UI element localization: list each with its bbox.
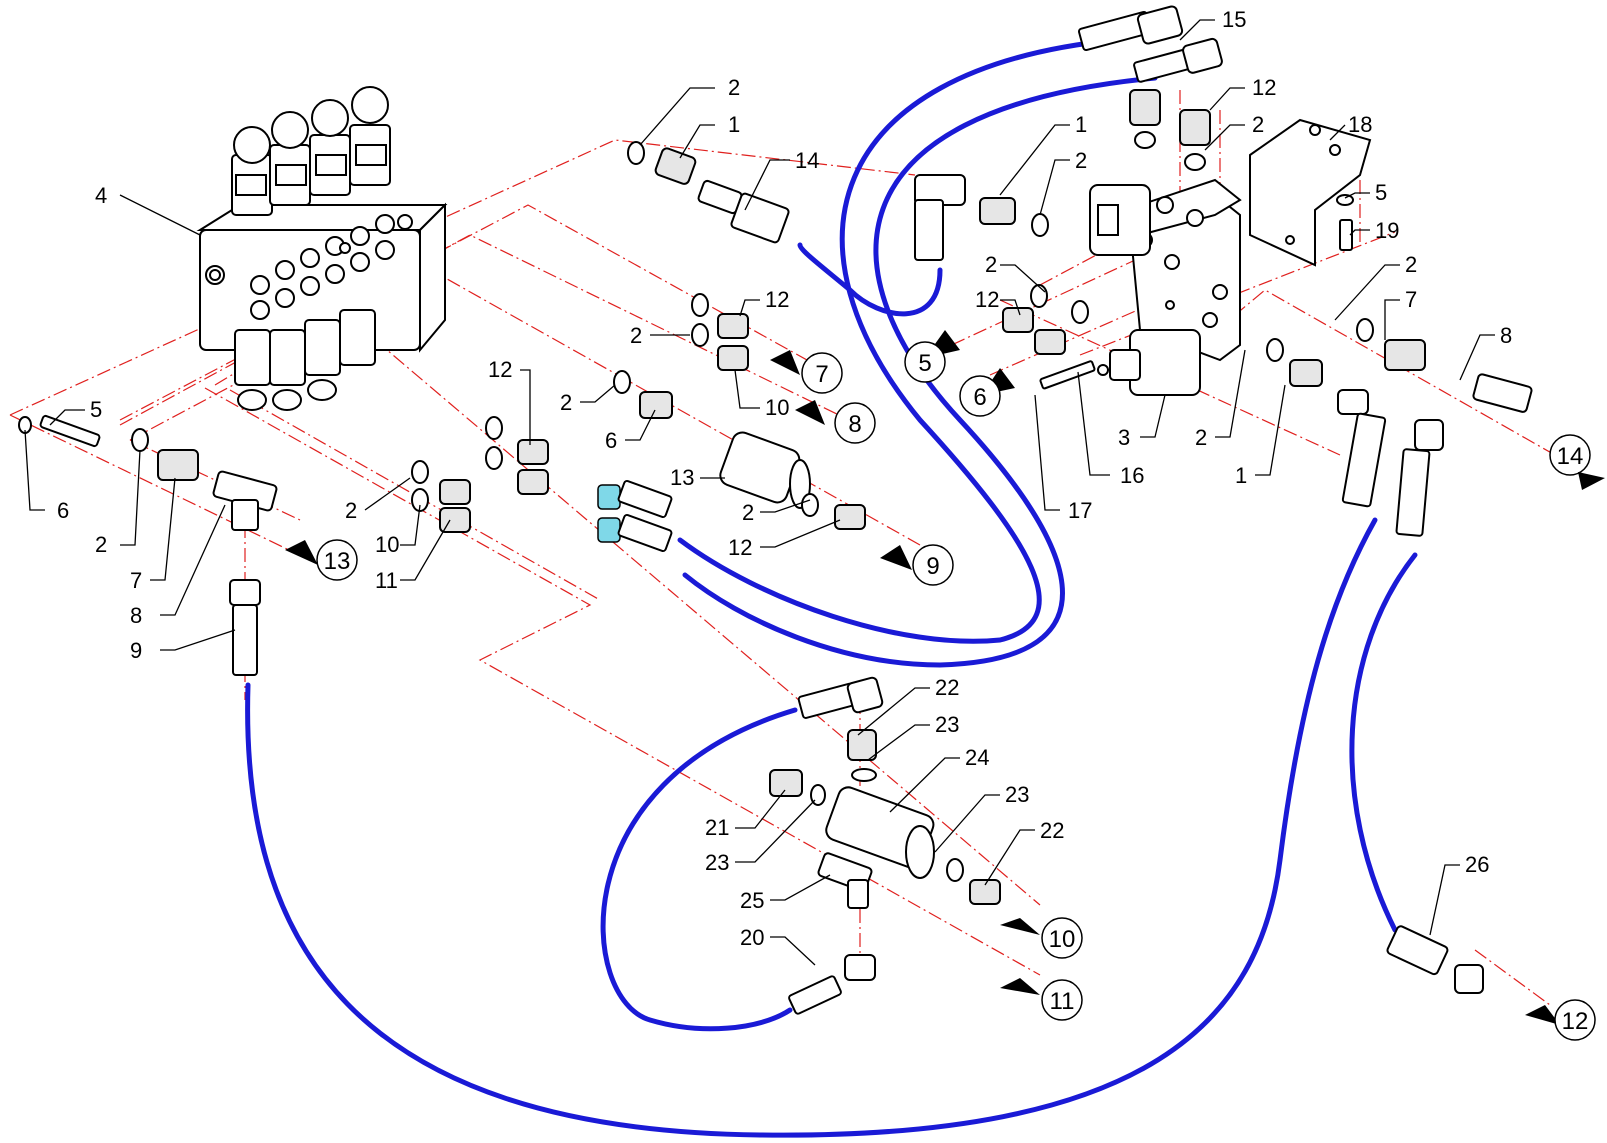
svg-text:12: 12 [1562, 1008, 1589, 1035]
callout-12: 12 [488, 357, 512, 382]
callout-2: 2 [1252, 112, 1264, 137]
callout-2: 2 [95, 532, 107, 557]
connection-13: 13 [285, 539, 358, 581]
callout-10: 10 [375, 532, 399, 557]
callout-14: 14 [795, 148, 819, 173]
connection-10: 10 [1000, 917, 1083, 959]
callout-4: 4 [95, 183, 107, 208]
callout-16: 16 [1120, 463, 1144, 488]
callout-8: 8 [130, 603, 142, 628]
leaders [24, 19, 1495, 966]
callout-2: 2 [1075, 148, 1087, 173]
callout-22: 22 [1040, 818, 1064, 843]
callout-24: 24 [965, 745, 989, 770]
callout-10: 10 [765, 395, 789, 420]
hoses [245, 37, 1418, 1138]
svg-text:11: 11 [1050, 988, 1075, 1015]
callout-15: 15 [1222, 7, 1246, 32]
callout-6: 6 [57, 498, 69, 523]
fittings [18, 5, 1533, 1015]
callout-21: 21 [705, 815, 729, 840]
svg-text:9: 9 [926, 553, 939, 580]
svg-text:8: 8 [848, 411, 861, 438]
callout-1: 1 [728, 112, 740, 137]
valve-block [196, 86, 448, 411]
callout-2: 2 [345, 498, 357, 523]
callout-26: 26 [1465, 852, 1489, 877]
callout-1: 1 [1235, 463, 1247, 488]
callout-6: 6 [605, 428, 617, 453]
callout-25: 25 [740, 888, 764, 913]
callout-13: 13 [670, 465, 694, 490]
callout-7: 7 [1405, 287, 1417, 312]
callout-2: 2 [1195, 425, 1207, 450]
valve-block-right [1089, 178, 1242, 396]
svg-text:7: 7 [815, 361, 828, 388]
connection-markers: 7 8 9 13 5 6 14 [285, 330, 1605, 1041]
callout-23: 23 [1005, 782, 1029, 807]
callout-2: 2 [742, 500, 754, 525]
bracket [1249, 118, 1372, 267]
callout-2: 2 [728, 75, 740, 100]
connection-5: 5 [904, 330, 960, 383]
callout-2: 2 [1405, 252, 1417, 277]
callout-1: 1 [1075, 112, 1087, 137]
callout-20: 20 [740, 925, 764, 950]
callout-19: 19 [1375, 218, 1399, 243]
callout-17: 17 [1068, 498, 1092, 523]
callout-3: 3 [1118, 425, 1130, 450]
callout-12: 12 [975, 287, 999, 312]
connection-8: 8 [795, 400, 876, 444]
callout-18: 18 [1348, 112, 1372, 137]
callout-5: 5 [1375, 180, 1387, 205]
connection-14: 14 [1549, 434, 1605, 490]
connection-12: 12 [1525, 999, 1596, 1041]
svg-text:13: 13 [324, 548, 351, 575]
callout-9: 9 [130, 638, 142, 663]
svg-text:14: 14 [1557, 443, 1584, 470]
callout-12: 12 [765, 287, 789, 312]
svg-text:5: 5 [918, 350, 931, 377]
callout-23: 23 [705, 850, 729, 875]
callout-12: 12 [728, 535, 752, 560]
callout-23: 23 [935, 712, 959, 737]
connection-11: 11 [1000, 978, 1083, 1021]
svg-text:6: 6 [973, 384, 986, 411]
callout-5: 5 [90, 397, 102, 422]
connection-6: 6 [959, 368, 1015, 417]
callout-11: 11 [375, 568, 398, 593]
connection-9: 9 [880, 544, 954, 586]
svg-text:10: 10 [1049, 926, 1076, 953]
connection-7: 7 [770, 350, 843, 394]
callout-labels: 2 1 14 4 15 12 2 1 2 18 5 19 2 7 8 2 12 … [57, 7, 1512, 950]
callout-12: 12 [1252, 75, 1276, 100]
callout-7: 7 [130, 568, 142, 593]
callout-2: 2 [630, 323, 642, 348]
callout-22: 22 [935, 675, 959, 700]
callout-8: 8 [1500, 323, 1512, 348]
callout-2: 2 [985, 252, 997, 277]
callout-2: 2 [560, 390, 572, 415]
